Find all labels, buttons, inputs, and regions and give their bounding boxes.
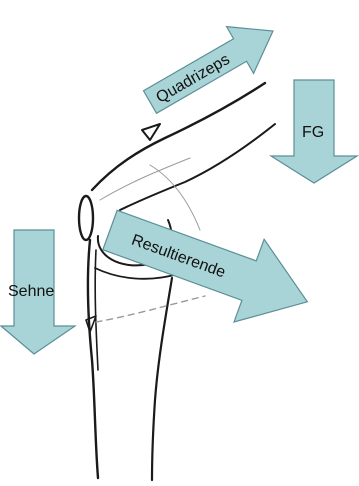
shin-left-line [88,240,98,478]
patella-outline [79,196,93,240]
thigh-lower-line [120,124,275,210]
fg-arrow: FG [271,80,357,183]
tendon-insertion [86,316,96,332]
fg-label: FG [302,124,324,141]
sehne-arrow: Sehne [1,230,75,354]
sehne-label: Sehne [8,283,54,300]
insertion-dashed-line [96,296,205,322]
quadrizeps-arrow: Quadrizeps [137,8,287,126]
tendon-marker [142,124,160,140]
